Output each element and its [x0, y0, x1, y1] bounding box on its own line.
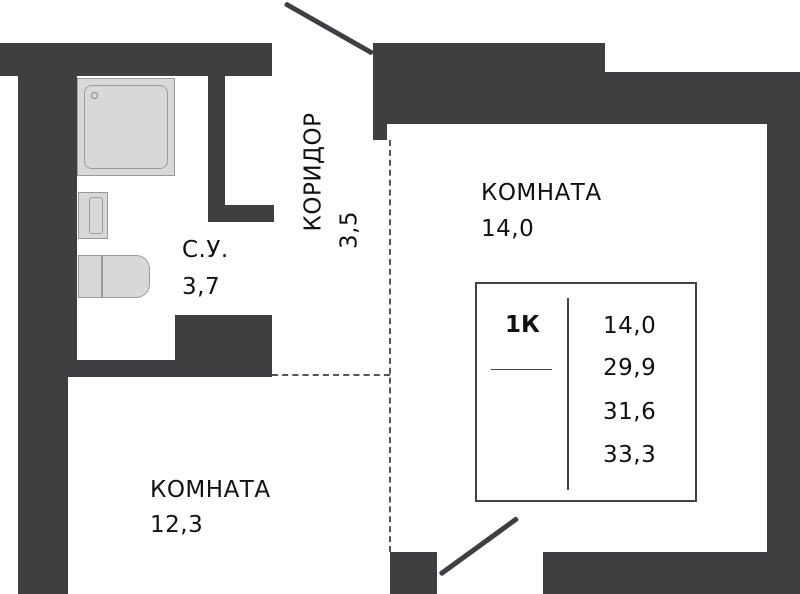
type-underline [491, 369, 552, 370]
wall-right [767, 72, 800, 594]
corridor-label-area: 3,5 [336, 210, 363, 250]
zone-divider-vertical [389, 140, 391, 552]
room-label-area: 12,3 [150, 512, 204, 538]
entrance-door-leaf [283, 1, 375, 56]
zone-divider-horizontal [272, 374, 390, 376]
summary-divider [567, 298, 569, 490]
room-door-leaf [438, 516, 520, 577]
apartment-type: 1К [505, 312, 540, 338]
toilet-icon [78, 255, 150, 298]
sink-icon [78, 192, 108, 239]
wall-bottom-left-block [390, 552, 437, 594]
total-with-balcony-value: 33,3 [603, 442, 657, 468]
room-label-name: КОМНАТА [481, 180, 602, 206]
wall-bathroom-block [175, 315, 272, 375]
apartment-summary-box: 1К 14,0 29,9 31,6 33,3 [475, 282, 697, 502]
wall-partition-horizontal [208, 205, 274, 222]
bathtub-icon [77, 78, 175, 176]
total-area-value: 31,6 [603, 399, 657, 425]
room-label-name: КОМНАТА [150, 477, 271, 503]
bathroom-label-name: С.У. [182, 237, 229, 263]
room-label-area: 14,0 [481, 216, 535, 242]
wall-top-right [386, 72, 800, 124]
corridor-label-name: КОРИДОР [300, 112, 327, 232]
wall-left-upper [18, 76, 77, 376]
bathroom-label-area: 3,7 [182, 274, 221, 300]
wall-top-left [0, 43, 272, 76]
wall-partition-vertical [208, 76, 225, 222]
living-total-value: 29,9 [603, 355, 657, 381]
living-area-value: 14,0 [603, 313, 657, 339]
wall-left-lower [18, 376, 68, 594]
wall-bottom-right [543, 552, 800, 594]
